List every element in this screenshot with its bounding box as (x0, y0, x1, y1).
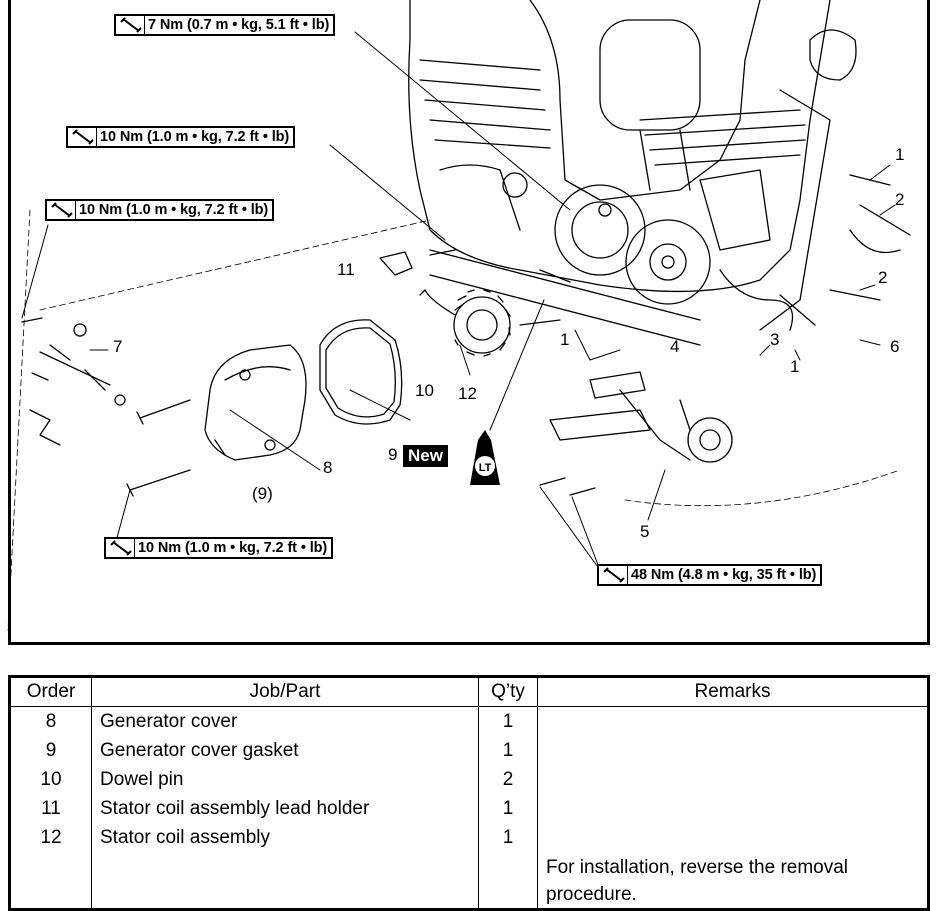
table-header-row: Order Job/Part Q’ty Remarks (8, 675, 930, 707)
lt-label: LT (479, 462, 492, 474)
header-qty: Q’ty (478, 675, 538, 707)
cell-qty: 1 (478, 823, 538, 852)
cell-order: 9 (8, 736, 92, 765)
torque-wrench-icon (120, 16, 145, 34)
callout-4: 4 (670, 337, 680, 356)
lead-holder (379, 251, 413, 276)
torque-wrench-icon (110, 539, 135, 557)
callout-11: 11 (337, 260, 355, 279)
cell-order: 10 (8, 765, 92, 794)
torque-spec-text: 10 Nm (1.0 m • kg, 7.2 ft • lb) (100, 129, 290, 145)
cell-qty: 1 (478, 706, 538, 736)
generator-cover-gasket (319, 319, 403, 425)
new-part-badge: New (403, 445, 448, 467)
final-remark: For installation, reverse the removal pr… (537, 852, 930, 911)
callout-1: 1 (790, 357, 800, 376)
callout-2: 2 (895, 190, 905, 209)
locktite-icon: LT (470, 430, 500, 485)
cell-qty: 1 (478, 736, 538, 765)
torque-wrench-icon (603, 566, 628, 584)
sensor-part (39, 323, 126, 406)
cell-qty: 1 (478, 794, 538, 823)
torque-spec-text: 48 Nm (4.8 m • kg, 35 ft • lb) (631, 567, 817, 583)
torque-spec-box: 7 Nm (0.7 m • kg, 5.1 ft • lb) (114, 14, 336, 36)
callout-1: 1 (895, 145, 905, 164)
parts-table: Order Job/Part Q’ty Remarks 8 Generator … (8, 675, 930, 911)
callout-8: 8 (323, 458, 333, 477)
callout-10: 10 (415, 381, 434, 400)
callout-2: 2 (878, 268, 888, 287)
torque-spec-box: 10 Nm (1.0 m • kg, 7.2 ft • lb) (66, 126, 296, 148)
table-row: 9 Generator cover gasket 1 (8, 736, 930, 765)
callout-7: 7 (113, 337, 123, 356)
torque-spec-box: 10 Nm (1.0 m • kg, 7.2 ft • lb) (45, 199, 275, 221)
table-row: 11 Stator coil assembly lead holder 1 (8, 794, 930, 823)
torque-spec-text: 10 Nm (1.0 m • kg, 7.2 ft • lb) (79, 202, 269, 218)
cell-part: Generator cover (91, 706, 479, 736)
stator-coil-assembly (419, 289, 511, 357)
cell-part: Dowel pin (91, 765, 479, 794)
cell-remarks (537, 736, 930, 765)
cell-remarks (537, 823, 930, 852)
cell-part: Stator coil assembly lead holder (91, 794, 479, 823)
callout-9-parenthesized: (9) (252, 484, 273, 503)
torque-wrench-icon (51, 201, 76, 219)
table-row: 10 Dowel pin 2 (8, 765, 930, 794)
bolts (21, 174, 911, 497)
torque-wrench-icon (72, 128, 97, 146)
callout-5: 5 (640, 522, 650, 541)
callout-3: 3 (770, 330, 780, 349)
torque-spec-box: 10 Nm (1.0 m • kg, 7.2 ft • lb) (104, 537, 334, 559)
callout-6: 6 (890, 337, 900, 356)
figure-frame (8, 0, 930, 645)
callout-1: 1 (560, 330, 570, 349)
header-remarks: Remarks (537, 675, 930, 707)
torque-spec-text: 7 Nm (0.7 m • kg, 5.1 ft • lb) (148, 17, 330, 33)
callout-9: 9 (388, 445, 398, 464)
cell-qty: 2 (478, 765, 538, 794)
header-job-part: Job/Part (91, 675, 479, 707)
callout-12: 12 (458, 384, 477, 403)
cell-order: 8 (8, 706, 92, 736)
table-row-final-remark: For installation, reverse the removal pr… (8, 852, 930, 911)
table-row: 12 Stator coil assembly 1 (8, 823, 930, 852)
table-row: 8 Generator cover 1 (8, 706, 930, 736)
header-order: Order (8, 675, 92, 707)
cell-part: Stator coil assembly (91, 823, 479, 852)
engine-illustration (408, 0, 901, 346)
torque-spec-box: 48 Nm (4.8 m • kg, 35 ft • lb) (597, 564, 823, 586)
cell-remarks (537, 765, 930, 794)
exploded-view-diagram: LT (7, 0, 911, 631)
cell-order: 12 (8, 823, 92, 852)
cell-part: Generator cover gasket (91, 736, 479, 765)
cell-order: 11 (8, 794, 92, 823)
torque-spec-text: 10 Nm (1.0 m • kg, 7.2 ft • lb) (138, 540, 328, 556)
generator-cover (204, 344, 307, 461)
cell-remarks (537, 794, 930, 823)
shift-pedal-assembly (549, 371, 733, 463)
cell-remarks (537, 706, 930, 736)
